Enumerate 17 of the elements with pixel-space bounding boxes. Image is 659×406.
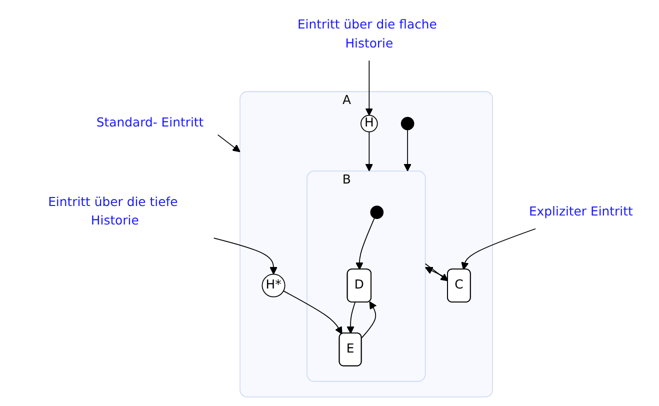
arrow bbox=[461, 228, 536, 270]
node-text: Eintritt über die tiefe Historie bbox=[48, 195, 178, 228]
arrow bbox=[365, 131, 374, 172]
arrow bbox=[346, 302, 356, 334]
node-text: Standard- Eintritt bbox=[96, 116, 204, 130]
arrow bbox=[365, 60, 374, 116]
node-text: Expliziter Eintritt bbox=[528, 204, 633, 219]
arrow bbox=[283, 290, 342, 334]
node-circle: H* bbox=[262, 274, 286, 298]
node-circle bbox=[370, 206, 384, 219]
node-circle bbox=[400, 116, 414, 130]
arrow bbox=[217, 134, 240, 152]
arrow bbox=[424, 263, 448, 282]
node-text: Eintritt über die flache Historie bbox=[297, 18, 437, 51]
arrow bbox=[213, 238, 278, 275]
node-circle: H bbox=[360, 114, 378, 132]
arrow bbox=[361, 301, 377, 338]
